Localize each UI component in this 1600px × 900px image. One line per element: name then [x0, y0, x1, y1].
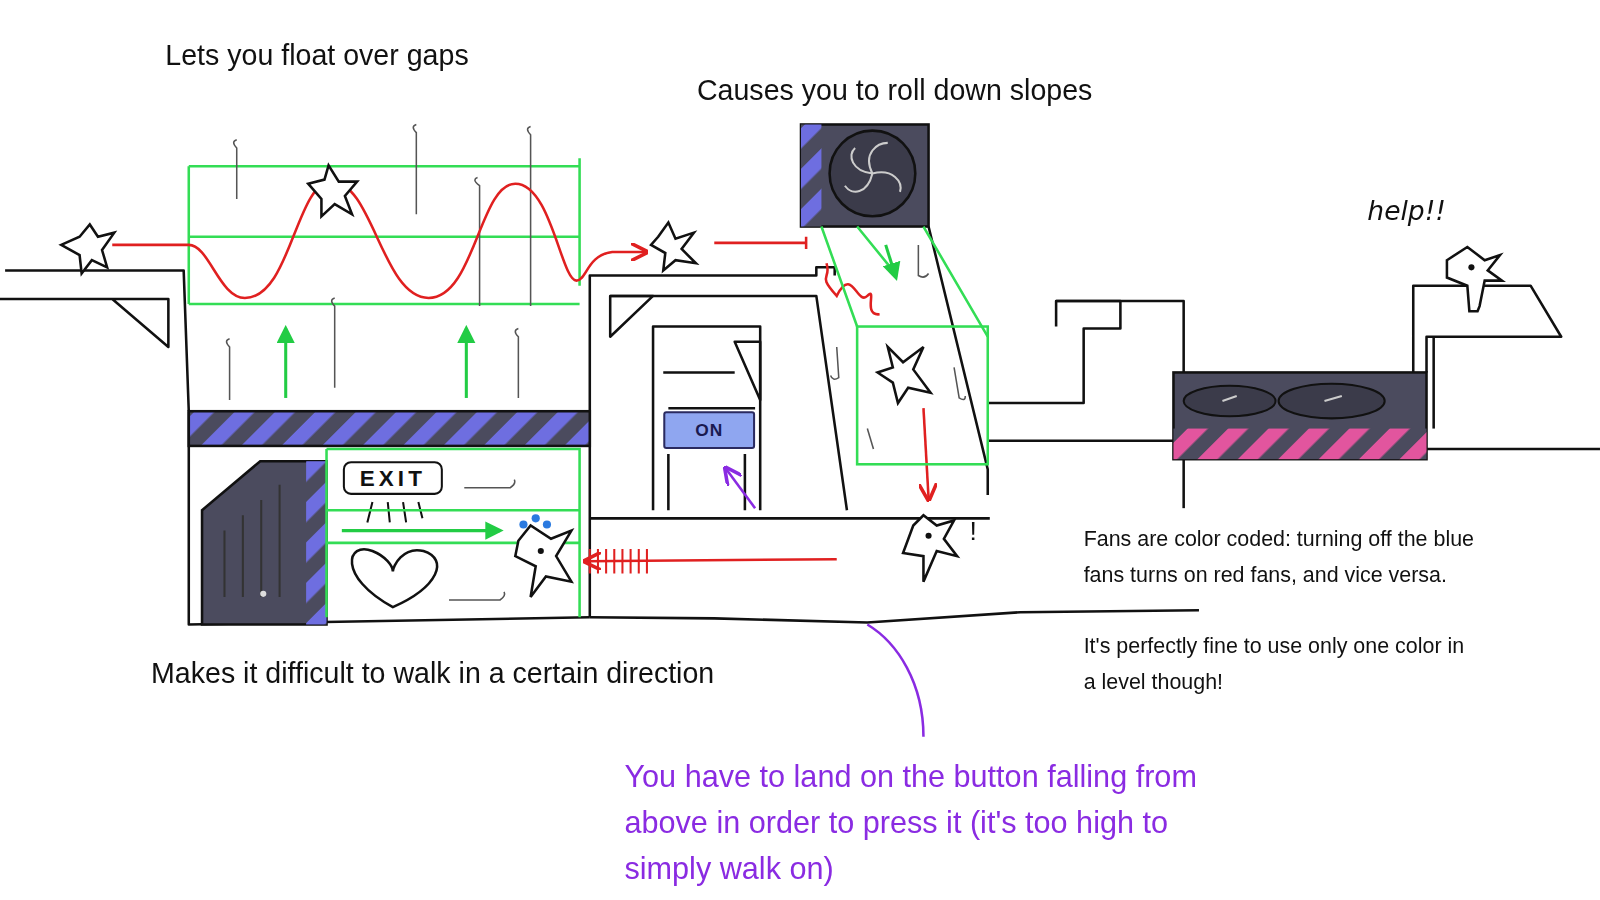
terrain — [0, 227, 1600, 625]
red-fans — [1173, 247, 1502, 459]
note-text: It's perfectly fine to use only one colo… — [1084, 628, 1477, 699]
exclaim-mark: ! — [969, 515, 976, 547]
mechanic-caption: Makes it difficult to walk in a certain … — [151, 656, 714, 690]
character-start — [61, 165, 357, 273]
speech-text: help!! — [1367, 196, 1446, 228]
node-text: ON — [695, 420, 723, 440]
node-text: EXIT — [360, 465, 426, 492]
roll-path — [587, 124, 988, 581]
on-button: ON — [663, 411, 755, 449]
mechanic-caption: Lets you float over gaps — [165, 39, 468, 73]
updraft-zone — [112, 124, 645, 445]
exit-sign: EXIT — [343, 461, 443, 495]
leader-lines — [727, 469, 924, 736]
mechanic-caption: Causes you to roll down slopes — [697, 73, 1092, 107]
exit-room — [202, 449, 580, 625]
note-text: Fans are color coded: turning off the bl… — [1084, 520, 1477, 591]
callout-note: You have to land on the button falling f… — [624, 753, 1221, 891]
